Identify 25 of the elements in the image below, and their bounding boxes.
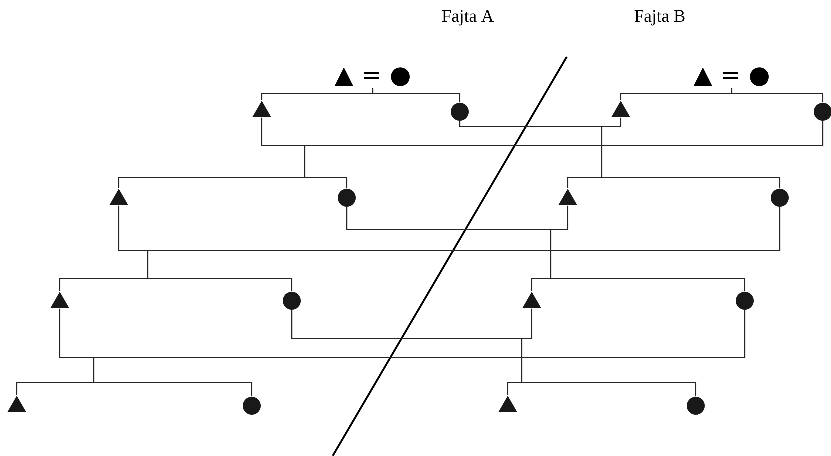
circle-symbol [736, 292, 754, 310]
circle-symbol [338, 189, 356, 207]
triangle-symbol [522, 292, 542, 308]
circle-symbol [243, 396, 261, 415]
kinship-line [291, 310, 697, 397]
circle-symbol [283, 292, 301, 310]
triangle-symbol [611, 101, 631, 118]
triangle-symbol [109, 189, 129, 206]
group-label: Fajta A [442, 10, 494, 26]
marriage-symbol: ▲ = ● [334, 68, 410, 86]
kinship-line [459, 121, 781, 189]
triangle-symbol [252, 101, 272, 118]
triangle-symbol [8, 396, 27, 412]
triangle-symbol [50, 292, 70, 308]
kinship-line [346, 207, 746, 292]
circle-symbol [687, 396, 705, 415]
circle-symbol [771, 189, 789, 207]
kinship-line [304, 121, 824, 189]
kinship-line [372, 88, 461, 103]
group-label: Fajta B [634, 10, 685, 26]
triangle-symbol [558, 189, 578, 206]
triangle-symbol [498, 396, 518, 412]
kinship-line [731, 88, 824, 103]
circle-symbol [451, 103, 469, 121]
marriage-symbol: ▲ = ● [694, 68, 769, 86]
